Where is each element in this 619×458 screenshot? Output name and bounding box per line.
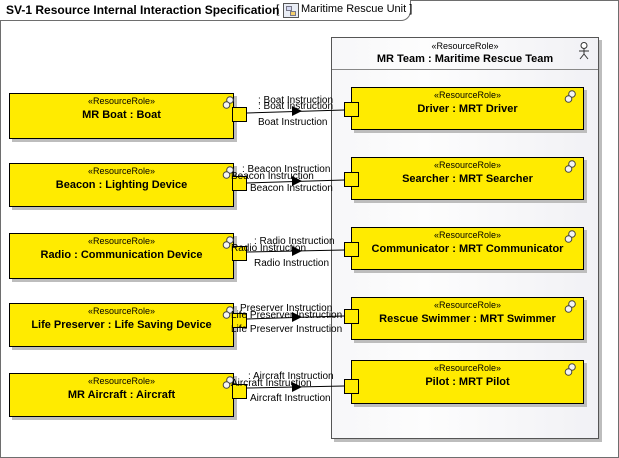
- role-name: MR Boat : Boat: [82, 109, 161, 121]
- connector-label-top[interactable]: : Beacon Instruction: [242, 164, 331, 175]
- role-name: Rescue Swimmer : MRT Swimmer: [379, 313, 556, 325]
- connector-label-mid[interactable]: Life Preserver Instruction: [231, 310, 343, 321]
- role-name: Radio : Communication Device: [40, 249, 203, 261]
- resource-diagram-icon: [283, 3, 299, 18]
- role-communicator[interactable]: «ResourceRole» Communicator : MRT Commun…: [351, 227, 584, 270]
- connector-label-top[interactable]: : Boat Instruction: [258, 95, 334, 106]
- role-stereotype: «ResourceRole»: [433, 160, 502, 170]
- role-name: Searcher : MRT Searcher: [402, 173, 533, 185]
- resource-role-icon: [222, 236, 234, 249]
- diagram-title: SV-1 Resource Internal Interaction Speci…: [6, 3, 280, 17]
- context-bracket: [: [276, 2, 280, 16]
- role-name: MR Aircraft : Aircraft: [67, 389, 176, 401]
- port-right[interactable]: [344, 242, 359, 257]
- resource-role-icon: [564, 90, 576, 103]
- role-stereotype: «ResourceRole»: [87, 96, 156, 106]
- resource-role-icon: [222, 306, 234, 319]
- role-life-preserver[interactable]: «ResourceRole» Life Preserver : Life Sav…: [9, 303, 234, 347]
- connector-label-top[interactable]: : Aircraft Instruction: [248, 371, 334, 382]
- resource-role-icon: [564, 363, 576, 376]
- role-name: Driver : MRT Driver: [417, 103, 518, 115]
- role-stereotype: «ResourceRole»: [433, 230, 502, 240]
- connector-label-bottom[interactable]: Life Preserver Instruction: [231, 324, 343, 335]
- connector-label-mid[interactable]: Aircraft Instruction: [231, 378, 312, 389]
- resource-role-icon: [222, 376, 234, 389]
- role-pilot[interactable]: «ResourceRole» Pilot : MRT Pilot: [351, 360, 584, 404]
- role-stereotype: «ResourceRole»: [87, 166, 156, 176]
- port-right[interactable]: [344, 379, 359, 394]
- team-header: «ResourceRole» MR Team : Maritime Rescue…: [332, 38, 598, 70]
- connector-label-bottom[interactable]: Aircraft Instruction: [250, 393, 331, 404]
- port-left[interactable]: [232, 246, 247, 261]
- flow-arrow: [292, 106, 302, 116]
- role-name: Communicator : MRT Communicator: [371, 243, 564, 255]
- role-name: Beacon : Lighting Device: [55, 179, 188, 191]
- context-label[interactable]: Maritime Rescue Unit ]: [301, 3, 413, 15]
- role-beacon[interactable]: «ResourceRole» Beacon : Lighting Device: [9, 163, 234, 207]
- role-searcher[interactable]: «ResourceRole» Searcher : MRT Searcher: [351, 157, 584, 200]
- flow-arrow: [292, 382, 302, 392]
- connector-label-bottom[interactable]: Beacon Instruction: [250, 183, 333, 194]
- role-stereotype: «ResourceRole»: [87, 376, 156, 386]
- connector-label-top[interactable]: Preserver Instruction: [240, 303, 333, 314]
- connector-label-mid[interactable]: : Boat Instruction: [258, 101, 334, 112]
- connector-label-bottom[interactable]: Radio Instruction: [254, 258, 330, 269]
- role-rescue-swimmer[interactable]: «ResourceRole» Rescue Swimmer : MRT Swim…: [351, 297, 584, 340]
- role-stereotype: «ResourceRole»: [433, 300, 502, 310]
- port-left[interactable]: [232, 313, 247, 328]
- port-right[interactable]: [344, 102, 359, 117]
- port-right[interactable]: [344, 172, 359, 187]
- port-left[interactable]: [232, 107, 247, 122]
- role-mr-aircraft[interactable]: «ResourceRole» MR Aircraft : Aircraft: [9, 373, 234, 417]
- connector-label-top[interactable]: : Radio Instruction: [254, 236, 335, 247]
- team-stereotype: «ResourceRole»: [431, 41, 499, 51]
- role-stereotype: «ResourceRole»: [433, 363, 502, 373]
- connector-label-mid[interactable]: Radio Instruction: [231, 243, 307, 254]
- resource-role-icon: [222, 96, 234, 109]
- actor-icon: [579, 42, 589, 60]
- flow-arrow: [292, 312, 302, 322]
- resource-role-icon: [222, 166, 234, 179]
- role-stereotype: «ResourceRole»: [87, 236, 156, 246]
- role-stereotype: «ResourceRole»: [87, 306, 156, 316]
- resource-role-icon: [564, 300, 576, 313]
- flow-arrow: [292, 176, 302, 186]
- connector-label-bottom[interactable]: Boat Instruction: [258, 117, 328, 128]
- resource-role-icon: [564, 160, 576, 173]
- connector-label-mid[interactable]: Beacon Instruction: [231, 171, 314, 182]
- role-mr-boat[interactable]: «ResourceRole» MR Boat : Boat: [9, 93, 234, 139]
- role-driver[interactable]: «ResourceRole» Driver : MRT Driver: [351, 87, 584, 130]
- role-stereotype: «ResourceRole»: [433, 90, 502, 100]
- team-name: MR Team : Maritime Rescue Team: [376, 53, 554, 65]
- diagram-title-tab: SV-1 Resource Internal Interaction Speci…: [0, 0, 413, 21]
- port-left[interactable]: [232, 176, 247, 191]
- role-name: Life Preserver : Life Saving Device: [31, 319, 212, 331]
- role-name: Pilot : MRT Pilot: [425, 376, 510, 388]
- resource-role-icon: [564, 230, 576, 243]
- port-left[interactable]: [232, 384, 247, 399]
- flow-arrow: [292, 246, 302, 256]
- role-radio[interactable]: «ResourceRole» Radio : Communication Dev…: [9, 233, 234, 279]
- port-right[interactable]: [344, 309, 359, 324]
